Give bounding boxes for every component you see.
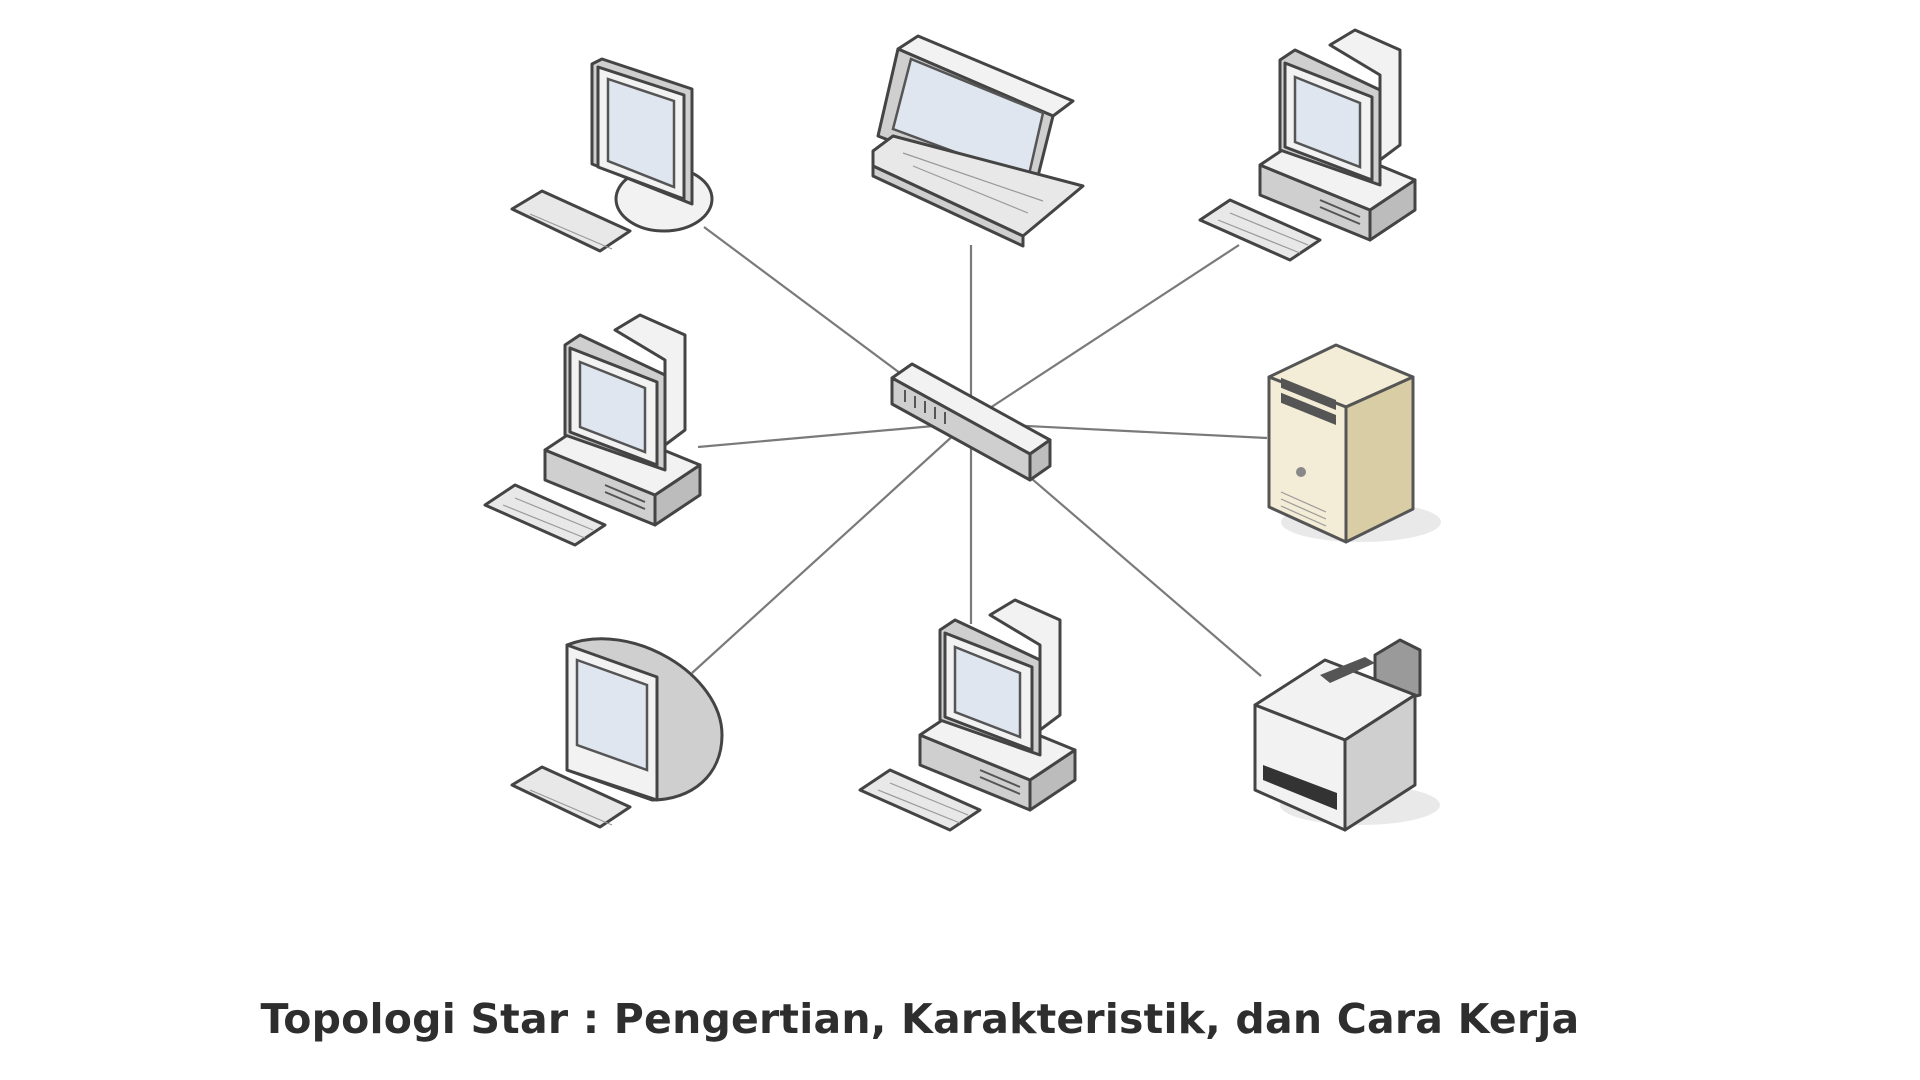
printer-icon <box>1253 638 1440 832</box>
laptop-icon <box>871 34 1085 248</box>
page-title: Topologi Star : Pengertian, Karakteristi… <box>260 995 1580 1043</box>
server-icon <box>1267 343 1441 544</box>
link-mid-left <box>697 421 968 449</box>
link-bottom-left <box>691 422 968 674</box>
crt-monitor-icon <box>510 637 724 829</box>
desktop-pc-icon <box>858 598 1077 832</box>
switch-hub-icon <box>890 362 1052 482</box>
desktop-monitor-icon <box>510 57 714 253</box>
desktop-pc-icon <box>1198 28 1417 262</box>
link-top-right <box>966 244 1240 424</box>
desktop-pc-icon <box>483 313 702 547</box>
